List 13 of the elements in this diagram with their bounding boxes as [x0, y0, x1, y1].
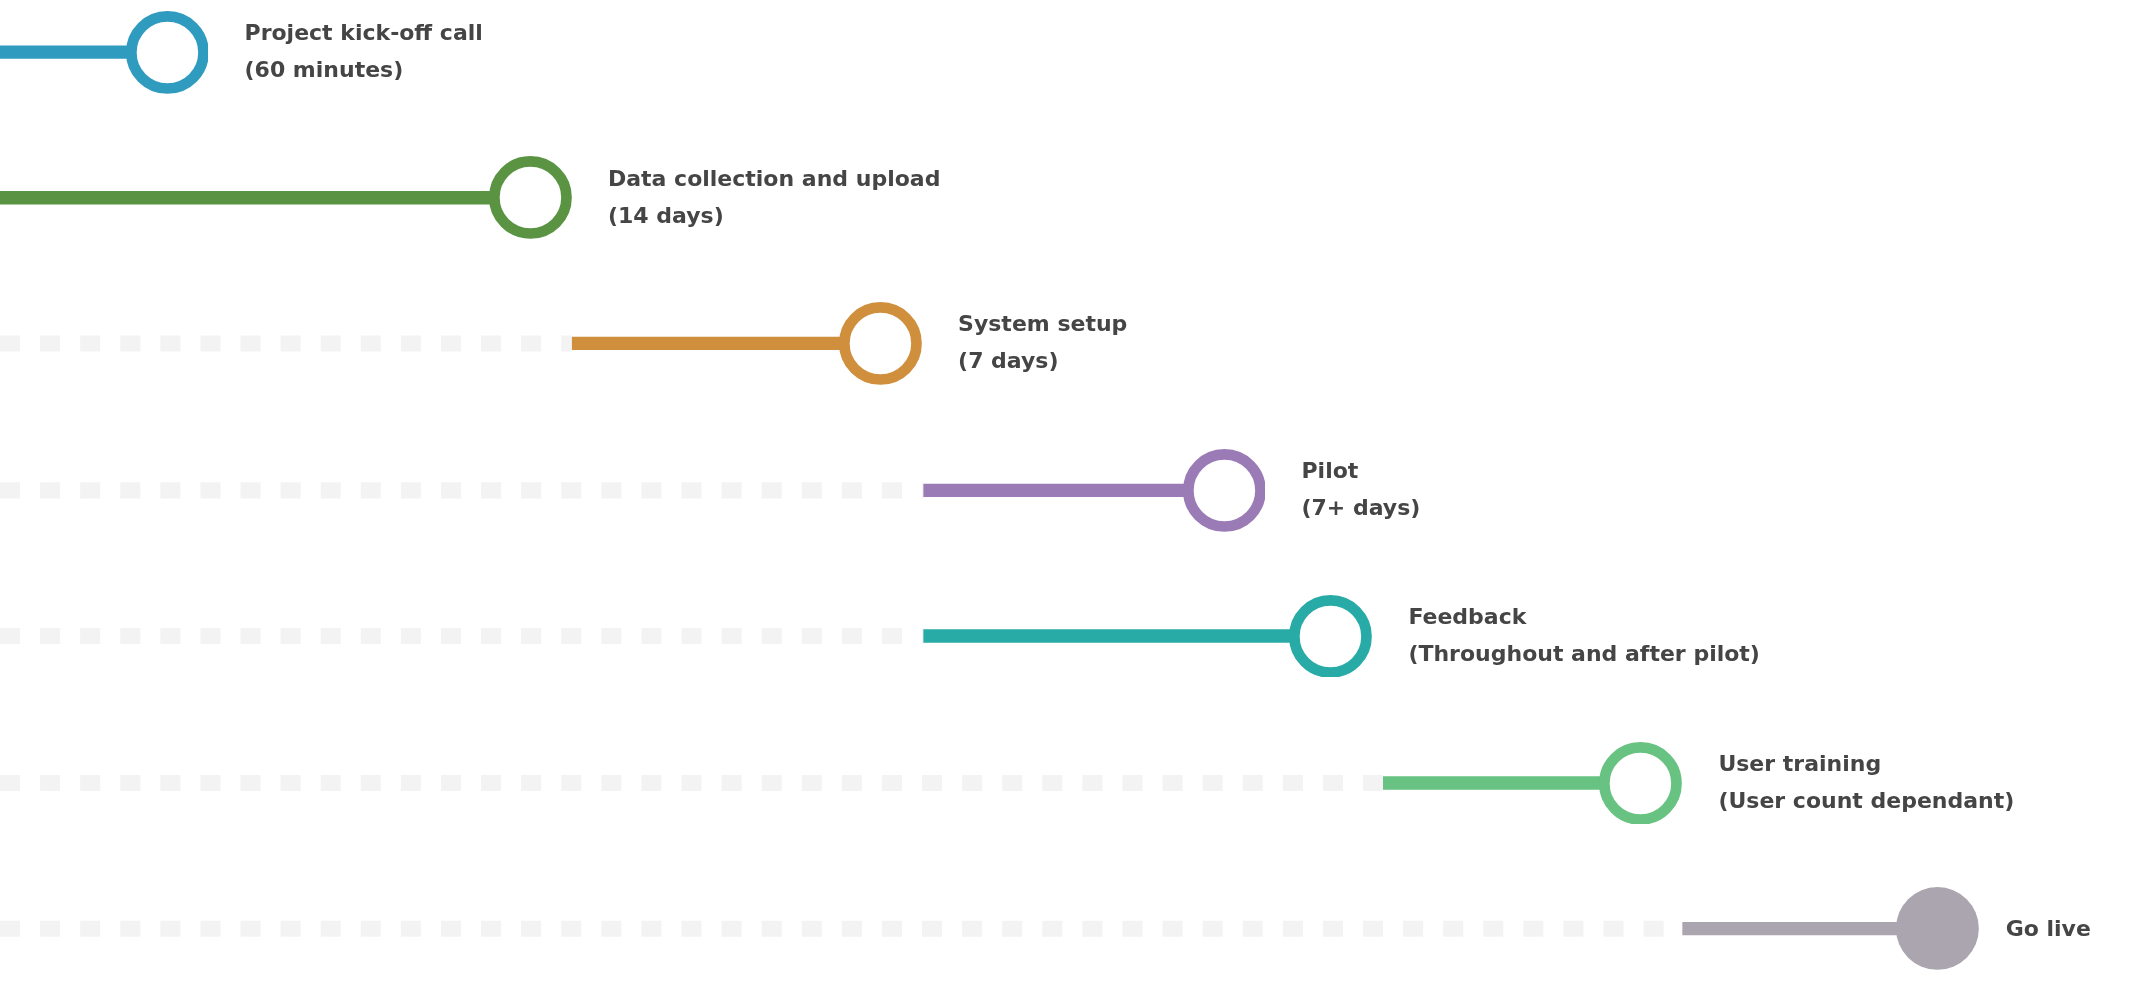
milestone-title: Go live: [2005, 914, 2091, 943]
duration-text: (60 minutes): [244, 56, 405, 85]
duration-text: (Throughout and after pilot): [1408, 640, 1760, 669]
duration-text: (User count dependant): [1718, 787, 2015, 815]
duration-text: (7 days): [958, 347, 1060, 376]
milestone-title: System setup: [958, 310, 1128, 339]
milestone-title: User training: [1718, 750, 1883, 778]
milestone-title: Feedback: [1408, 603, 1528, 632]
milestone-title: Data collection and upload: [608, 164, 941, 193]
milestone-title: Project kick-off call: [244, 19, 483, 48]
duration-text: (14 days): [608, 201, 725, 230]
milestone-title: Pilot: [1301, 457, 1360, 486]
duration-text: (7+ days): [1301, 494, 1421, 523]
